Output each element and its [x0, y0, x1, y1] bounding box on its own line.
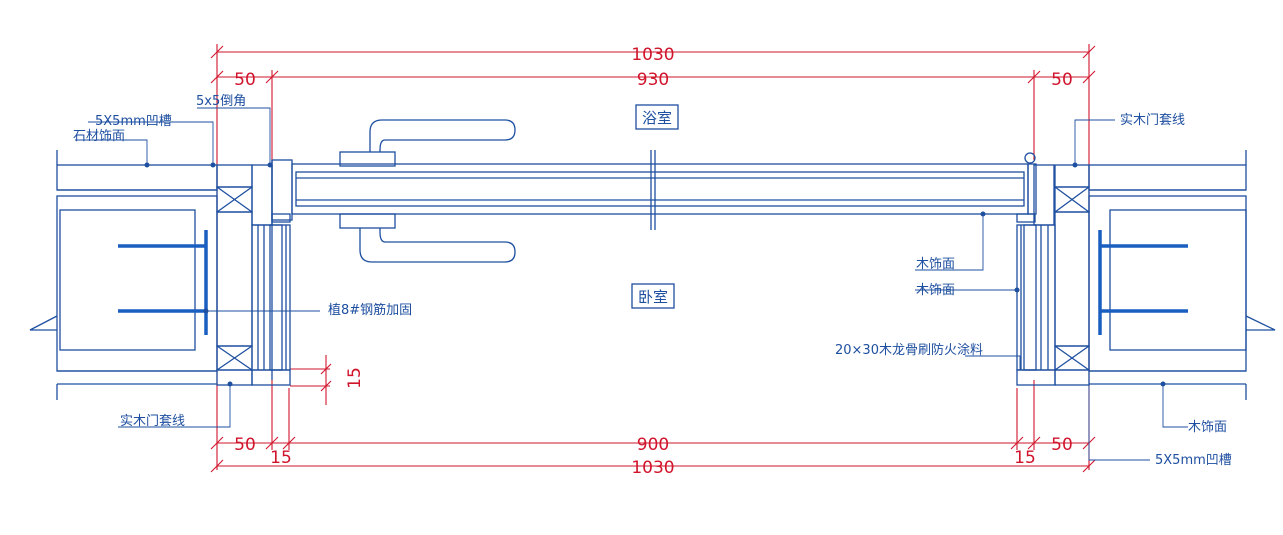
right-wall: [1054, 150, 1276, 400]
dim-top-left: 50: [234, 70, 256, 90]
dim-top-total: 1030: [631, 45, 674, 65]
dim-top-middle: 930: [637, 70, 669, 90]
label-chamfer: 5x5倒角: [196, 94, 246, 109]
dim-top-right: 50: [1051, 70, 1073, 90]
label-casing-bottom-left: 实木门套线: [120, 413, 185, 429]
label-wood-finish-1: 木饰面: [916, 257, 955, 272]
dimension-lines: [210, 44, 1096, 473]
label-keel: 20×30木龙骨刷防火涂料: [835, 342, 983, 358]
door-leaf: [291, 150, 1037, 230]
left-jamb: [251, 159, 293, 386]
leader-lines: [75, 107, 1188, 461]
dim-bottom-left-offset: 15: [270, 448, 292, 468]
room-bedroom-box: 卧室: [631, 283, 675, 309]
label-casing-top-right: 实木门套线: [1120, 112, 1185, 128]
door-handle-icon: [339, 119, 516, 263]
right-jamb: [1016, 164, 1056, 386]
room-bathroom: 浴室: [642, 109, 672, 127]
label-wood-finish-2: 木饰面: [916, 283, 955, 298]
dim-bottom-right-offset: 15: [1014, 448, 1036, 468]
label-rebar: 植8#钢筋加固: [328, 302, 412, 318]
room-bathroom-box: 浴室: [635, 104, 679, 130]
dim-bottom-right: 50: [1051, 435, 1073, 455]
label-stone-finish: 石材饰面: [73, 129, 125, 144]
dim-bottom-total: 1030: [631, 458, 674, 478]
label-groove-bottom-right: 5X5mm凹槽: [1155, 453, 1232, 468]
label-groove-top-left: 5X5mm凹槽: [95, 114, 172, 129]
left-wall: [29, 150, 253, 400]
label-wood-finish-3: 木饰面: [1188, 420, 1227, 435]
room-bedroom: 卧室: [638, 288, 668, 306]
dim-bottom-left: 50: [234, 435, 256, 455]
dim-vertical-gap: 15: [345, 367, 365, 389]
dim-bottom-middle: 900: [637, 435, 669, 455]
